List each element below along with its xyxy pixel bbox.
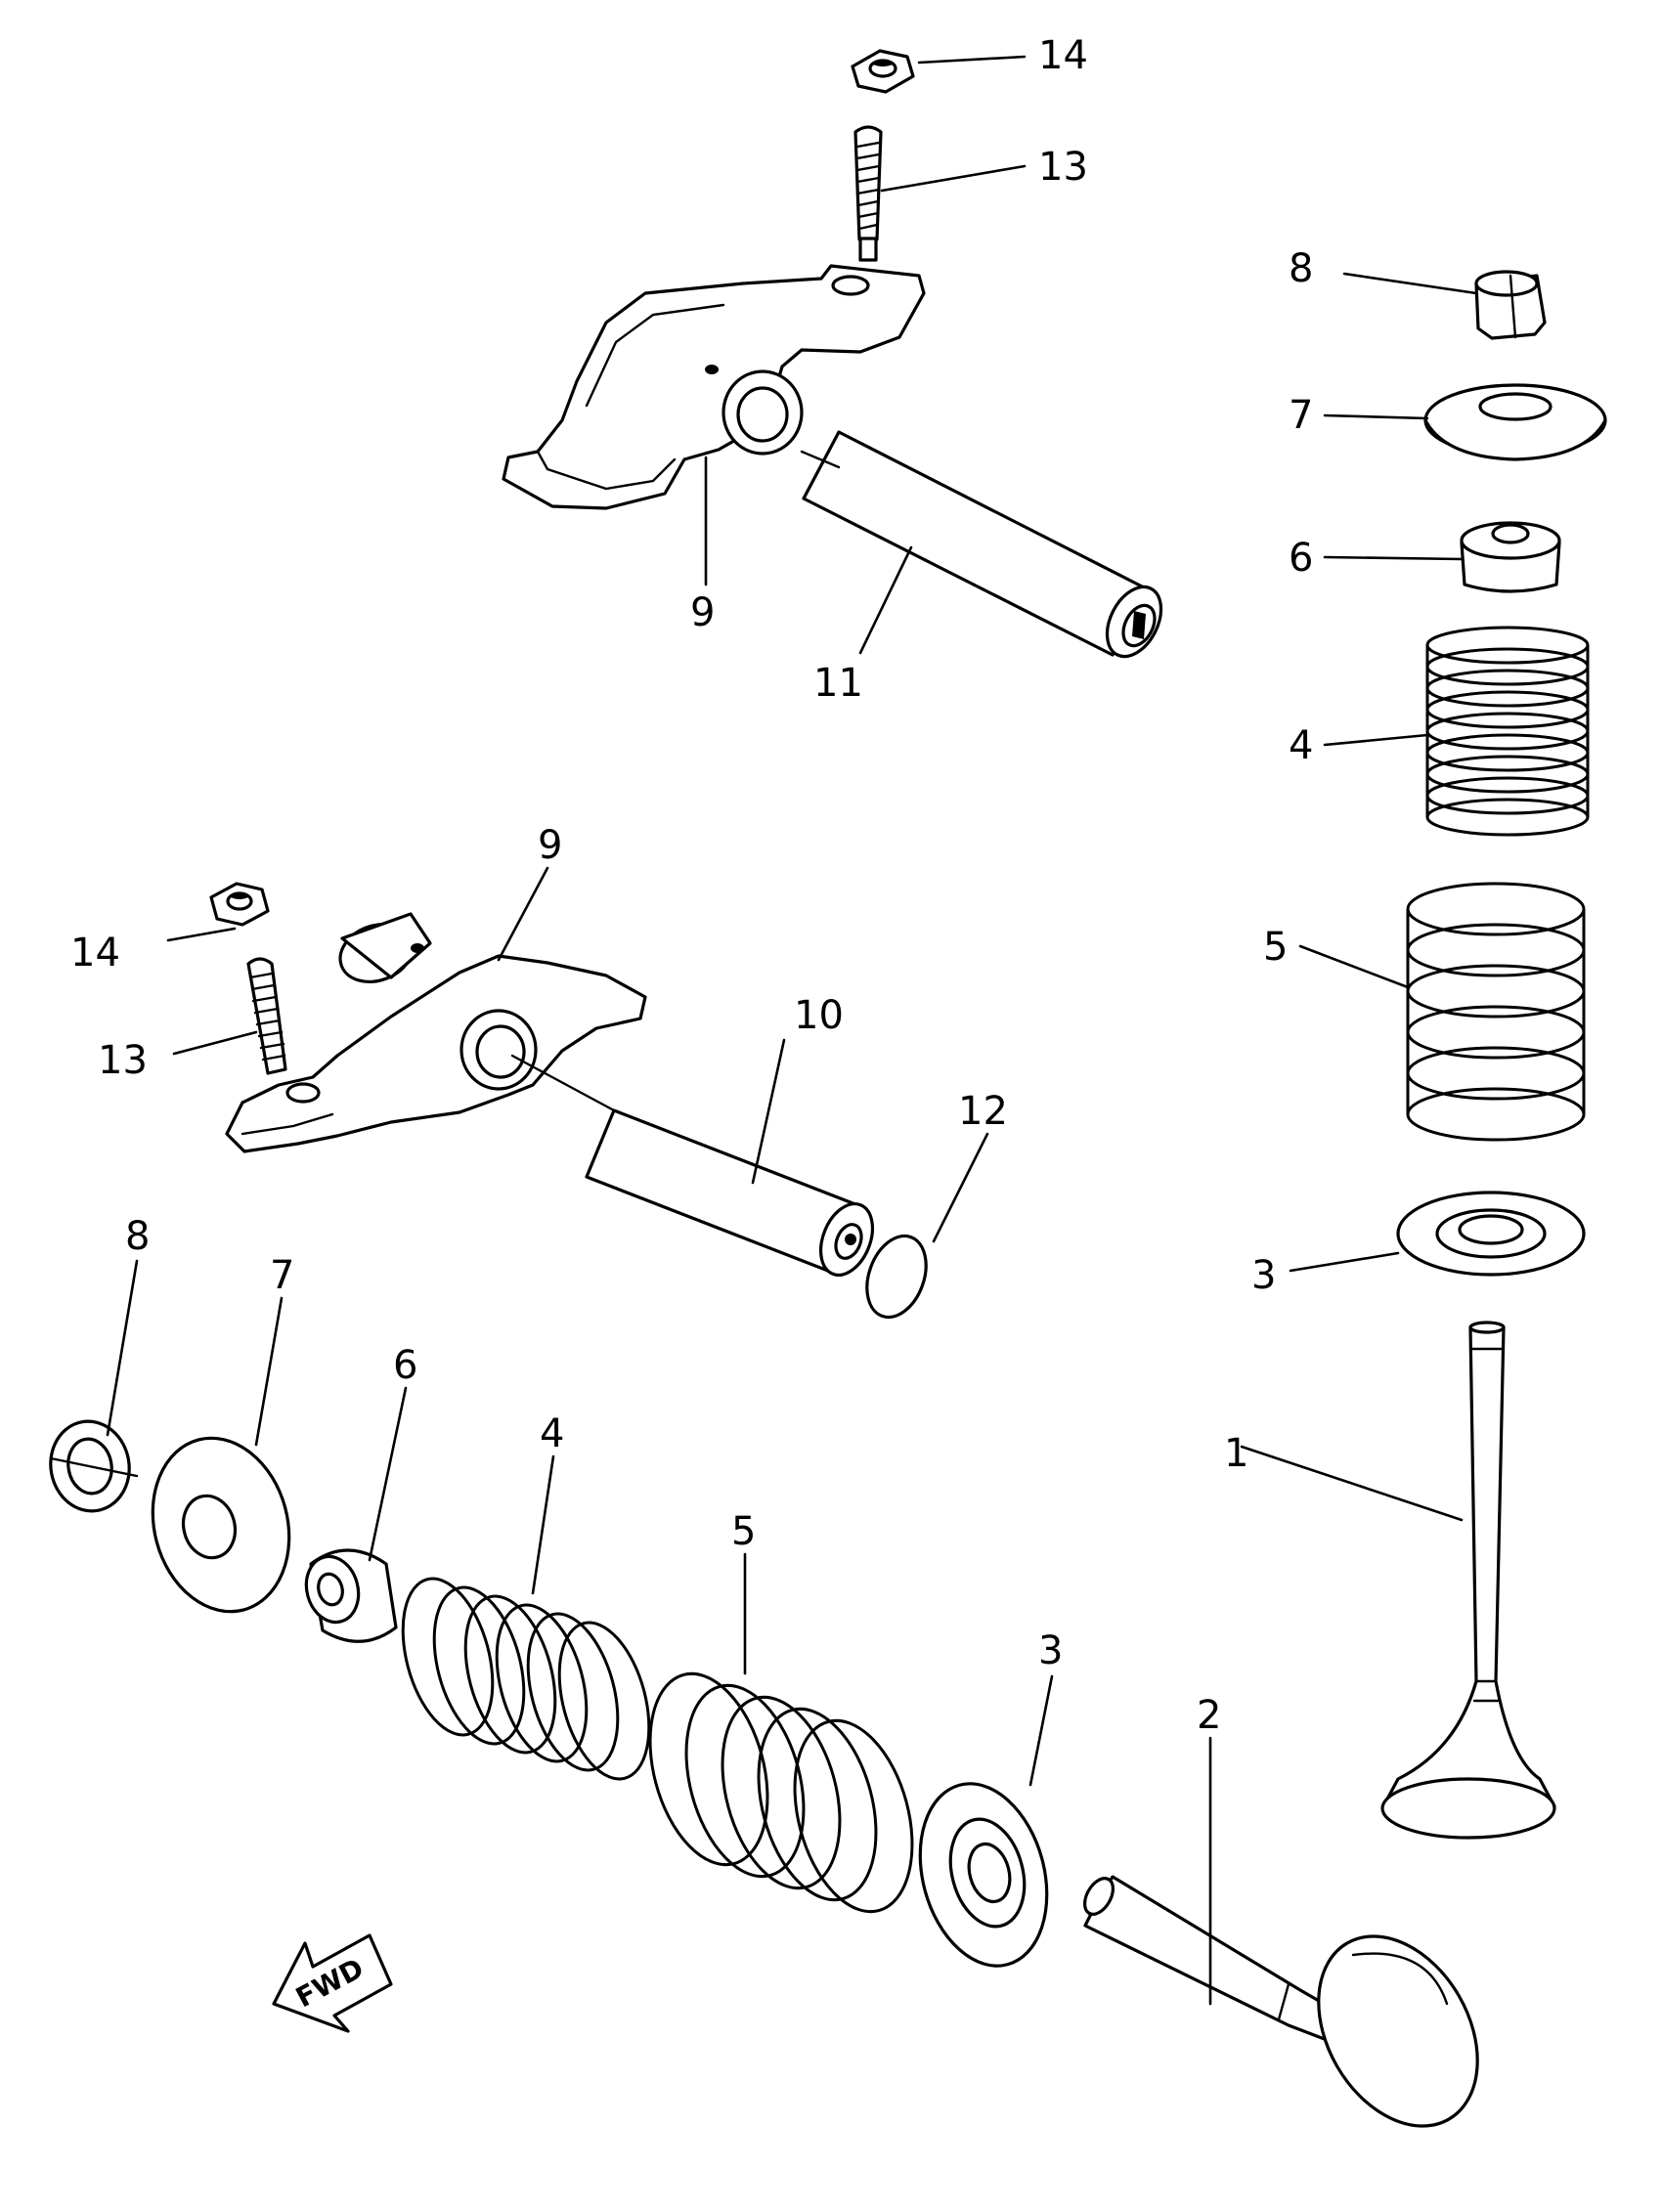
stem-seal-right — [1460, 521, 1561, 593]
locknut-top — [851, 49, 915, 94]
callout-11: 11 — [813, 661, 863, 706]
spring-seat-right — [1396, 1191, 1586, 1277]
callout-5-bottom: 5 — [731, 1509, 756, 1554]
callout-4-bottom: 4 — [540, 1411, 564, 1456]
retainer-bottom — [151, 1436, 291, 1614]
o-ring — [865, 1234, 928, 1320]
callout-12: 12 — [958, 1089, 1008, 1134]
inner-spring-bottom — [401, 1577, 651, 1781]
callout-6-right: 6 — [1289, 536, 1313, 581]
rocker-shaft-lower — [510, 1054, 875, 1277]
callout-14-left: 14 — [70, 931, 120, 976]
locknut-left — [209, 882, 270, 927]
rocker-arm-top — [502, 264, 926, 510]
rocker-shaft-upper — [800, 430, 1163, 659]
spring-seat-bottom — [918, 1782, 1049, 1968]
callout-7-right: 7 — [1289, 393, 1313, 438]
callout-6-bottom: 6 — [393, 1343, 417, 1388]
leader-lines — [106, 55, 1478, 2006]
stem-seal-bottom — [304, 1548, 398, 1643]
callout-1: 1 — [1224, 1431, 1248, 1476]
valve-exhaust — [1082, 1875, 1479, 2128]
callout-7-bottom: 7 — [270, 1253, 294, 1298]
rocker-arm-mid — [225, 912, 647, 1153]
callout-9-mid: 9 — [538, 823, 562, 868]
valve-intake — [1380, 1321, 1556, 1840]
cotter-right — [1474, 270, 1547, 340]
retainer-right — [1423, 383, 1607, 461]
callout-3-bottom: 3 — [1038, 1628, 1063, 1673]
callout-8-right: 8 — [1289, 246, 1313, 291]
adjuster-screw-left — [246, 957, 287, 1075]
callout-5-right: 5 — [1263, 925, 1288, 970]
fwd-arrow: FWD — [272, 1933, 393, 2033]
adjuster-screw-top — [853, 125, 883, 262]
callout-8-bottom: 8 — [125, 1214, 150, 1259]
inner-spring-right — [1425, 626, 1590, 837]
outer-spring-right — [1406, 882, 1586, 1142]
outer-spring-bottom — [648, 1671, 914, 1914]
callout-14-top: 14 — [1038, 33, 1088, 78]
callout-9-top: 9 — [690, 590, 715, 635]
callout-3-right: 3 — [1251, 1253, 1276, 1298]
callout-13-left: 13 — [98, 1038, 148, 1083]
cotter-bottom — [49, 1419, 139, 1513]
callout-13-top: 13 — [1038, 145, 1088, 190]
callout-2: 2 — [1197, 1693, 1221, 1738]
callout-4-right: 4 — [1289, 723, 1313, 768]
callout-10: 10 — [794, 993, 844, 1038]
